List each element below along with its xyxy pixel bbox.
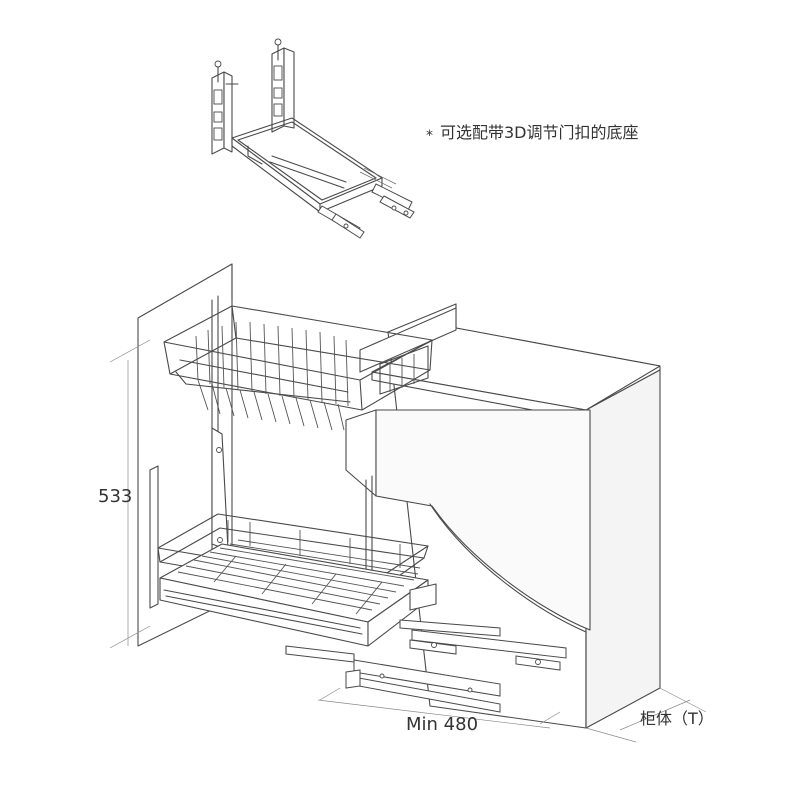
slide-runners xyxy=(285,619,567,713)
height-dimension-label: 533 xyxy=(98,486,132,507)
cabinet-thickness-label: 柜体（T） xyxy=(640,709,714,728)
cabinet-body xyxy=(137,263,661,729)
dimension-lines xyxy=(109,339,707,743)
frame-uprights xyxy=(149,295,373,641)
upper-wire-basket xyxy=(163,305,433,431)
lower-wire-basket xyxy=(157,513,437,647)
annotation-text: 可选配带3D调节门扣的底座 xyxy=(440,123,639,142)
depth-dimension-label: Min 480 xyxy=(406,714,478,735)
optional-base-bracket xyxy=(211,38,415,239)
annotation-bullet: * xyxy=(426,128,433,144)
